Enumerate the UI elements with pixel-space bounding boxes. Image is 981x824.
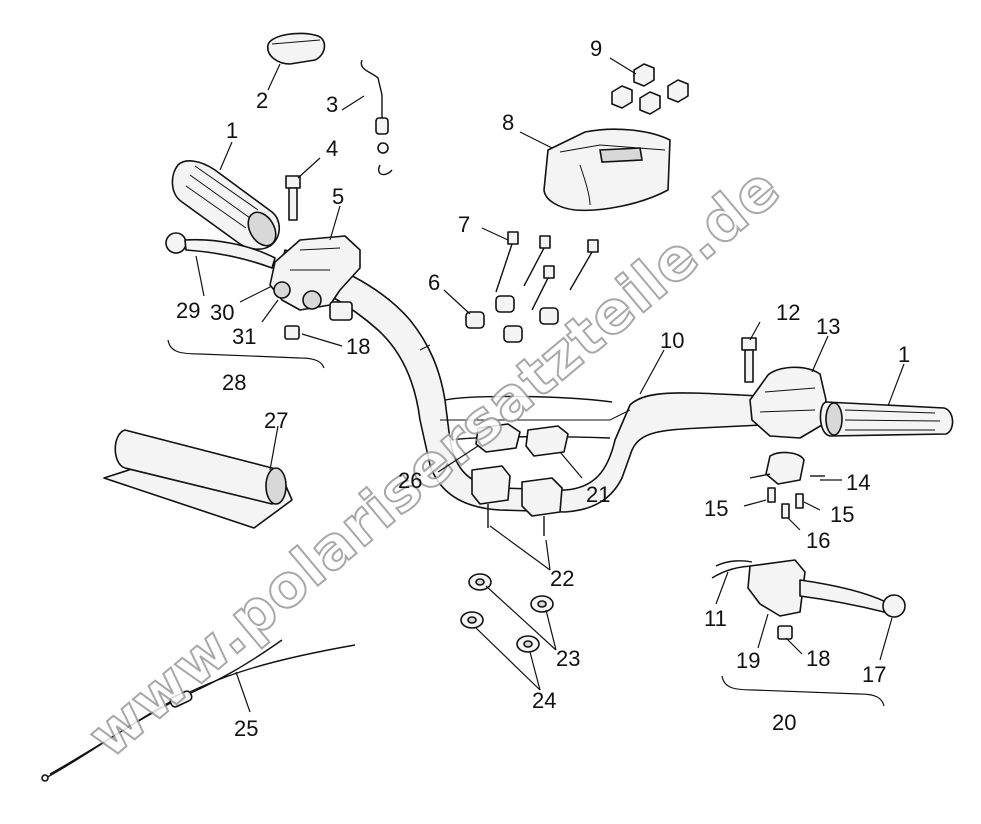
callout-29: 29 [176, 298, 200, 323]
handlebar-cover [543, 128, 671, 212]
callout-18-right: 18 [806, 646, 830, 671]
bolts-7 [495, 231, 599, 311]
callout-3: 3 [326, 92, 338, 117]
callout-5: 5 [332, 184, 344, 209]
callout-15-left: 15 [704, 496, 728, 521]
callout-9: 9 [590, 36, 602, 61]
right-brake-assembly [711, 559, 906, 640]
bolt-12 [741, 337, 757, 383]
callout-22: 22 [550, 566, 574, 591]
washers-23 [468, 573, 554, 613]
left-grip [171, 160, 281, 250]
callout-6: 6 [428, 270, 440, 295]
nut-18-left [284, 325, 300, 340]
nuts-9 [611, 63, 689, 115]
switch-cap [267, 32, 326, 65]
callout-17: 17 [862, 662, 886, 687]
callout-15-right: 15 [830, 502, 854, 527]
bracket-20 [721, 675, 885, 707]
callout-14: 14 [846, 470, 870, 495]
callout-23: 23 [556, 646, 580, 671]
handlebar-pad [103, 429, 293, 529]
key-switch-wire [360, 59, 393, 176]
callout-1-right: 1 [898, 342, 910, 367]
clamp-bottom [471, 465, 563, 536]
callout-27: 27 [264, 408, 288, 433]
handlebar [279, 249, 763, 513]
callout-16: 16 [806, 528, 830, 553]
callout-19: 19 [736, 648, 760, 673]
callout-11: 11 [704, 606, 727, 631]
callout-labels: 1 2 3 4 5 6 7 8 9 10 1 11 12 13 14 15 15… [176, 36, 910, 741]
callout-31: 31 [232, 324, 256, 349]
callout-24: 24 [532, 688, 556, 713]
callout-30: 30 [210, 300, 234, 325]
callout-26: 26 [398, 468, 422, 493]
callout-13: 13 [816, 314, 840, 339]
callout-8: 8 [502, 110, 514, 135]
left-lever [165, 232, 276, 269]
callout-25: 25 [234, 716, 258, 741]
left-control-housing [269, 235, 361, 321]
cable-25 [41, 639, 356, 782]
callout-4: 4 [326, 136, 338, 161]
callout-21: 21 [586, 482, 610, 507]
callout-20: 20 [772, 710, 796, 735]
right-grip [819, 401, 954, 437]
bracket-28 [167, 339, 325, 369]
clamp-top [475, 423, 569, 457]
callout-2: 2 [256, 88, 268, 113]
switch-assembly-14 [749, 451, 825, 519]
callout-12: 12 [776, 300, 800, 325]
callout-7: 7 [458, 212, 470, 237]
callout-1-left: 1 [226, 118, 238, 143]
leader-lines [195, 57, 905, 713]
callout-10: 10 [660, 328, 684, 353]
bolt-4 [285, 175, 301, 221]
washers-24 [460, 611, 540, 653]
callout-18-left: 18 [346, 334, 370, 359]
spacers-6 [465, 295, 559, 343]
callout-28: 28 [222, 370, 246, 395]
throttle-housing [749, 366, 827, 439]
